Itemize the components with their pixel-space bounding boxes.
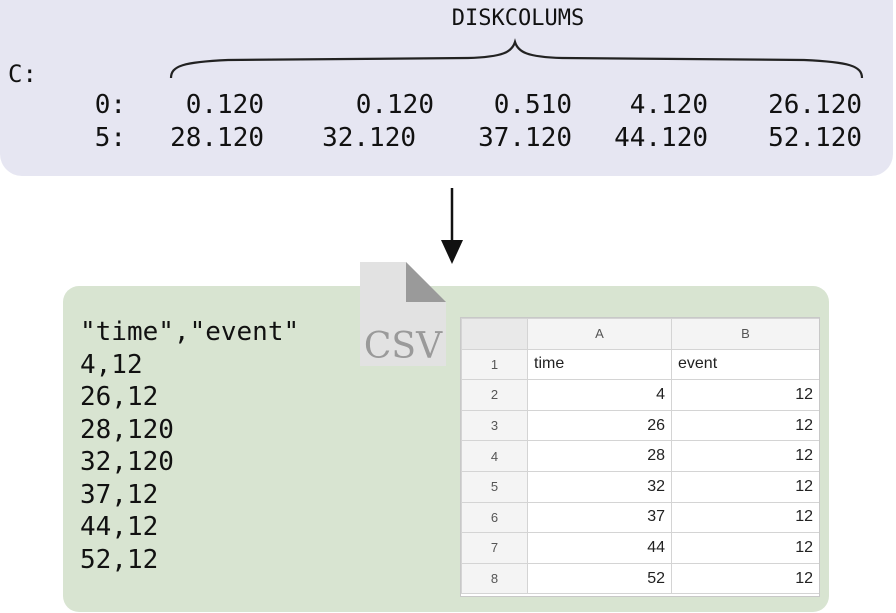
row-index-0: 0: [94, 90, 126, 120]
cell[interactable]: 12 [671, 532, 819, 564]
cell[interactable]: time [527, 348, 672, 381]
register-value: 37.120 [478, 123, 572, 153]
table-row: 2 4 12 [461, 379, 819, 411]
select-all-corner[interactable] [461, 318, 528, 350]
csv-line: 4,12 [80, 349, 143, 380]
brace-shape [169, 38, 864, 79]
csv-badge: CSV [363, 326, 443, 367]
table-row: 7 44 12 [461, 532, 819, 564]
csv-line: 32,120 [80, 447, 174, 477]
csv-line: 26,12 [80, 382, 159, 412]
cell[interactable]: 12 [671, 562, 819, 595]
register-value: 0.120 [185, 90, 264, 120]
column-header-b[interactable]: B [671, 318, 819, 350]
row-header[interactable]: 8 [461, 562, 528, 595]
row-header[interactable]: 2 [461, 379, 528, 411]
cell[interactable]: 28 [527, 440, 672, 472]
column-header-a[interactable]: A [527, 318, 672, 350]
csv-line: 37,12 [80, 479, 159, 510]
row-header[interactable]: 5 [461, 470, 528, 503]
table-row: 6 37 12 [461, 501, 819, 534]
cell[interactable]: 37 [527, 501, 672, 534]
spreadsheet: A B 1 time event 2 4 12 3 26 12 4 28 12 … [460, 317, 820, 597]
register-value: 32.120 [322, 123, 416, 153]
diskcolums-label: DISKCOLUMS [451, 6, 585, 31]
row-header[interactable]: 6 [461, 501, 528, 534]
csv-line: 28,120 [80, 414, 174, 445]
register-panel [0, 0, 893, 176]
cell[interactable]: 12 [671, 470, 819, 503]
column-header-row: A B [461, 318, 819, 350]
cell[interactable]: 12 [671, 379, 819, 411]
cell[interactable]: 12 [671, 440, 819, 472]
csv-line: 52,12 [80, 544, 159, 575]
row-index-5: 5: [94, 123, 126, 153]
csv-line: 44,12 [80, 512, 159, 542]
register-value: 4.120 [629, 90, 708, 120]
spreadsheet-grid: A B 1 time event 2 4 12 3 26 12 4 28 12 … [461, 318, 819, 595]
csv-text: "time","event" 4,12 26,12 28,120 32,120 … [80, 316, 299, 576]
row-header[interactable]: 1 [461, 348, 528, 381]
row-header[interactable]: 3 [461, 409, 528, 442]
table-row: 8 52 12 [461, 562, 819, 595]
row-header[interactable]: 7 [461, 532, 528, 564]
table-row: 5 32 12 [461, 470, 819, 503]
cell[interactable]: 12 [671, 409, 819, 442]
csv-file-icon [360, 262, 446, 366]
cell[interactable]: event [671, 348, 819, 381]
csv-line: "time","event" [80, 317, 300, 347]
table-row: 1 time event [461, 348, 819, 381]
cell[interactable]: 12 [671, 501, 819, 534]
register-value: 28.120 [170, 123, 264, 153]
cell[interactable]: 32 [527, 470, 672, 503]
register-value: 0.120 [355, 90, 434, 120]
cell[interactable]: 44 [527, 532, 672, 564]
cell[interactable]: 4 [527, 379, 672, 411]
register-value: 52.120 [768, 123, 862, 153]
register-value: 26.120 [768, 90, 862, 120]
down-arrow-icon [441, 188, 463, 264]
register-name: C: [8, 60, 37, 88]
register-value: 0.510 [493, 90, 572, 120]
row-header[interactable]: 4 [461, 440, 528, 472]
table-row: 4 28 12 [461, 440, 819, 472]
cell[interactable]: 26 [527, 409, 672, 442]
cell[interactable]: 52 [527, 562, 672, 595]
register-value: 44.120 [614, 123, 708, 153]
table-row: 3 26 12 [461, 409, 819, 442]
